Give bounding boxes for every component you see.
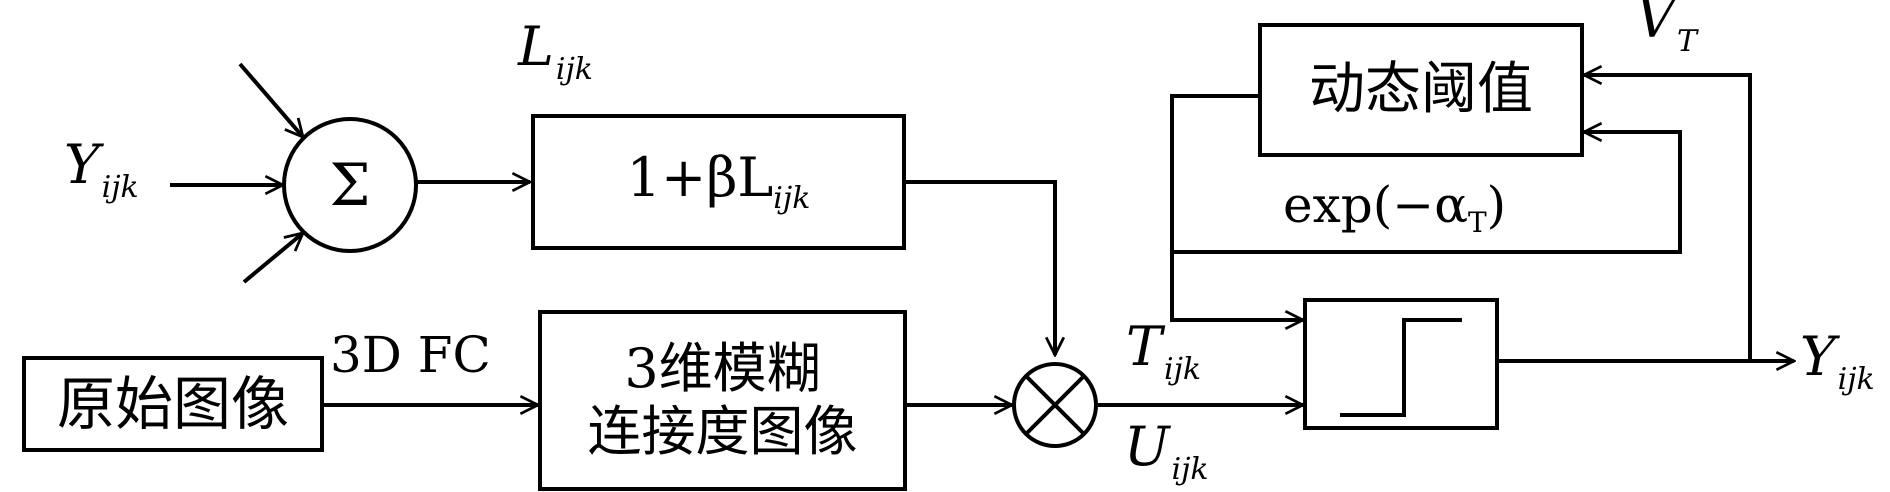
exp-decay-label: exp(−αT) (1283, 176, 1507, 239)
l-ijk-label: Lijk (518, 15, 593, 87)
dynamic-threshold-text: 动态阈值 (1309, 56, 1533, 122)
multiplier-cross-2 (1024, 374, 1086, 436)
vt-label: VT (1636, 0, 1698, 59)
step-function-icon (1340, 318, 1462, 417)
decay-feedback-line (1172, 132, 1682, 254)
vt-feedback-line (1584, 75, 1752, 361)
sum-input-lower (242, 233, 303, 284)
fuzzy-connectivity-text: 3维模糊 连接度图像 (540, 312, 905, 489)
link-box-text: 1+βLijk (626, 146, 811, 217)
t-ijk-label: Tijk (1126, 315, 1202, 387)
fc-3d-label: 3D FC (330, 326, 491, 384)
u-ijk-label: Uijk (1124, 415, 1209, 487)
link-to-multiplier-line (904, 180, 1055, 355)
fuzzy-line-1: 3维模糊 (624, 337, 821, 401)
original-image-text: 原始图像 (56, 369, 289, 438)
fuzzy-line-2: 连接度图像 (587, 399, 858, 463)
y-input-label: Yijk (64, 133, 139, 205)
threshold-to-step-line (1170, 94, 1303, 320)
dynamic-threshold-box (1258, 23, 1584, 157)
step-function-box (1303, 298, 1499, 430)
fuzzy-connectivity-box (538, 310, 907, 491)
y-output-label: Yijk (1800, 325, 1875, 397)
sum-symbol: Σ (329, 150, 371, 219)
sum-input-upper (238, 62, 303, 137)
